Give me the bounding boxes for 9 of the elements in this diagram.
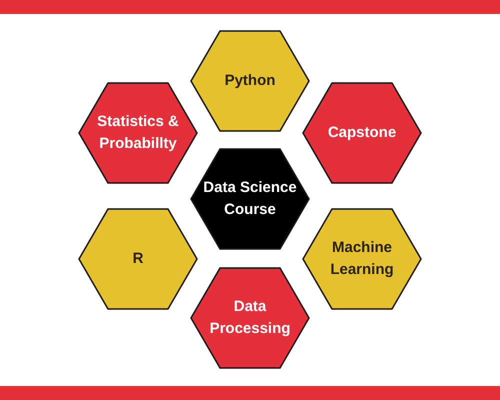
hexagon-label: Data Science Course bbox=[202, 178, 298, 220]
hexagon-label: Data Processing bbox=[208, 297, 292, 339]
hexagon-label: R bbox=[132, 249, 144, 270]
border-bar bbox=[0, 386, 500, 400]
hexagon-label: Python bbox=[224, 71, 276, 92]
border-bar bbox=[0, 0, 500, 14]
hexagon-label: Capstone bbox=[326, 123, 398, 144]
hexagon-label: Machine Learning bbox=[329, 238, 395, 280]
hexagon-label: Statistics & Probabillty bbox=[96, 112, 180, 154]
